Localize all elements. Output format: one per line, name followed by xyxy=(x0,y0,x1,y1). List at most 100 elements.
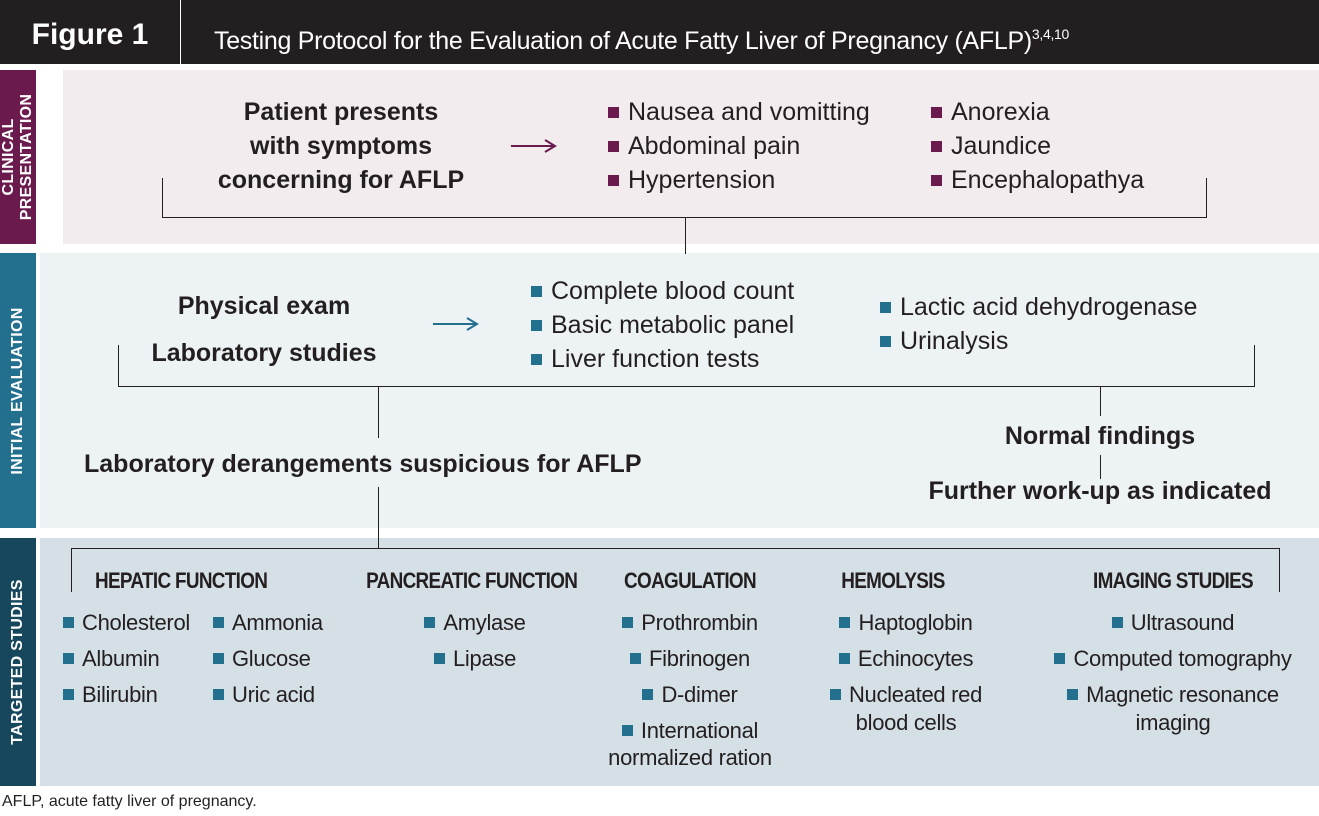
study-label: Computed tomography xyxy=(1073,646,1292,671)
symptom-label: Nausea and vomitting xyxy=(628,98,870,126)
tests-list-2: Lactic acid dehydrogenase Urinalysis xyxy=(880,290,1197,358)
bullet-square-icon xyxy=(63,617,74,628)
bullet-square-icon xyxy=(829,689,841,700)
study-label: blood cells xyxy=(855,710,957,735)
bracket-line xyxy=(162,217,1207,218)
bullet-square-icon xyxy=(630,653,642,664)
test-label: Basic metabolic panel xyxy=(551,311,795,339)
bullet-square-icon xyxy=(213,689,224,700)
connector-line xyxy=(378,386,379,438)
bullet-square-icon xyxy=(880,336,891,347)
list-item: Cholesterol xyxy=(63,605,190,641)
bullet-square-icon xyxy=(642,689,654,700)
targeted-studies-panel xyxy=(40,538,1319,786)
bullet-square-icon xyxy=(931,175,942,186)
list-item: Ultrasound xyxy=(1048,605,1298,641)
bracket-line xyxy=(1254,345,1255,387)
bullet-square-icon xyxy=(213,653,224,664)
list-item: Albumin xyxy=(63,641,190,677)
bullet-square-icon xyxy=(931,141,942,152)
symptom-label: Encephalopathya xyxy=(951,166,1145,194)
arrow-icon xyxy=(433,317,479,331)
list-item: Ammonia xyxy=(213,605,323,641)
initial-evaluation-panel xyxy=(40,253,1319,528)
symptoms-list-1: Nausea and vomitting Abdominal pain Hype… xyxy=(608,95,870,197)
figure-title-references: 3,4,10 xyxy=(1031,26,1070,42)
study-label: imaging xyxy=(1135,710,1211,735)
tab-label-line: CLINICAL xyxy=(0,118,17,196)
study-label: Uric acid xyxy=(232,682,315,707)
footnote: AFLP, acute fatty liver of pregnancy. xyxy=(2,793,257,810)
list-item: Lactic acid dehydrogenase xyxy=(880,290,1197,324)
imaging-studies-heading: IMAGING STUDIES xyxy=(1093,568,1254,593)
study-label: Fibrinogen xyxy=(649,646,750,671)
list-item: Anorexia xyxy=(931,95,1144,129)
bullet-square-icon xyxy=(621,725,633,736)
study-label: Glucose xyxy=(232,646,311,671)
list-item: Echinocytes xyxy=(806,641,1006,677)
bracket-line xyxy=(71,548,1280,549)
study-label: normalized ration xyxy=(608,745,772,770)
hemolysis-list: Haptoglobin Echinocytes Nucleated red bl… xyxy=(806,605,1006,737)
header-divider xyxy=(180,0,181,64)
list-item: Nucleated red blood cells xyxy=(806,677,1006,737)
list-item: Basic metabolic panel xyxy=(531,308,794,342)
bullet-square-icon xyxy=(63,653,74,664)
list-item: Encephalopathya xyxy=(931,163,1144,197)
bullet-square-icon xyxy=(838,653,850,664)
patient-presents-line: Patient presents xyxy=(243,98,439,126)
study-label: Lipase xyxy=(452,646,517,671)
figure-title: Testing Protocol for the Evaluation of A… xyxy=(214,0,1069,64)
bullet-square-icon xyxy=(531,320,542,331)
list-item: Fibrinogen xyxy=(590,641,790,677)
list-item: Jaundice xyxy=(931,129,1144,163)
tests-list-1: Complete blood count Basic metabolic pan… xyxy=(531,274,794,376)
hepatic-function-heading: HEPATIC FUNCTION xyxy=(95,568,268,593)
clinical-presentation-tab-label: CLINICAL PRESENTATION xyxy=(0,94,36,221)
connector-line xyxy=(1100,455,1101,479)
bullet-square-icon xyxy=(213,617,224,628)
list-item: Amylase xyxy=(380,605,570,641)
bullet-square-icon xyxy=(608,107,619,118)
study-label: Prothrombin xyxy=(641,610,758,635)
bullet-square-icon xyxy=(1054,653,1066,664)
study-label: Haptoglobin xyxy=(858,610,973,635)
list-item: Complete blood count xyxy=(531,274,794,308)
symptom-label: Anorexia xyxy=(951,98,1050,126)
list-item: D-dimer xyxy=(590,677,790,713)
arrow-icon xyxy=(511,139,557,153)
symptom-label: Jaundice xyxy=(951,132,1052,160)
study-label: Ultrasound xyxy=(1130,610,1235,635)
hemolysis-heading: HEMOLYSIS xyxy=(841,568,945,593)
study-label: International xyxy=(640,718,759,743)
bullet-square-icon xyxy=(63,689,74,700)
study-label: Albumin xyxy=(82,646,160,671)
figure-header xyxy=(0,0,1319,64)
list-item: Computed tomography xyxy=(1048,641,1298,677)
list-item: Prothrombin xyxy=(590,605,790,641)
derangements-label: Laboratory derangements suspicious for A… xyxy=(84,450,642,478)
list-item: Abdominal pain xyxy=(608,129,870,163)
bracket-line xyxy=(162,178,163,218)
clinical-presentation-tab: CLINICAL PRESENTATION xyxy=(0,70,36,244)
figure-title-text: Testing Protocol for the Evaluation of A… xyxy=(214,27,1032,55)
bullet-square-icon xyxy=(531,354,542,365)
initial-evaluation-tab-label: INITIAL EVALUATION xyxy=(9,306,26,475)
bullet-square-icon xyxy=(839,617,851,628)
pancreatic-function-heading: PANCREATIC FUNCTION xyxy=(366,568,578,593)
list-item: Lipase xyxy=(380,641,570,677)
hepatic-list-1: Cholesterol Albumin Bilirubin xyxy=(63,605,190,713)
hepatic-list-2: Ammonia Glucose Uric acid xyxy=(213,605,323,713)
test-label: Complete blood count xyxy=(551,277,795,305)
study-label: Cholesterol xyxy=(82,610,190,635)
laboratory-studies-label: Laboratory studies xyxy=(151,339,377,367)
targeted-studies-tab: TARGETED STUDIES xyxy=(0,538,36,786)
bracket-line xyxy=(71,548,72,592)
targeted-studies-tab-label: TARGETED STUDIES xyxy=(9,579,26,745)
patient-presents-line: concerning for AFLP xyxy=(217,166,465,194)
pancreatic-list: Amylase Lipase xyxy=(380,605,570,677)
list-item: Liver function tests xyxy=(531,342,794,376)
bullet-square-icon xyxy=(931,107,942,118)
list-item: Haptoglobin xyxy=(806,605,1006,641)
study-label: Bilirubin xyxy=(82,682,158,707)
